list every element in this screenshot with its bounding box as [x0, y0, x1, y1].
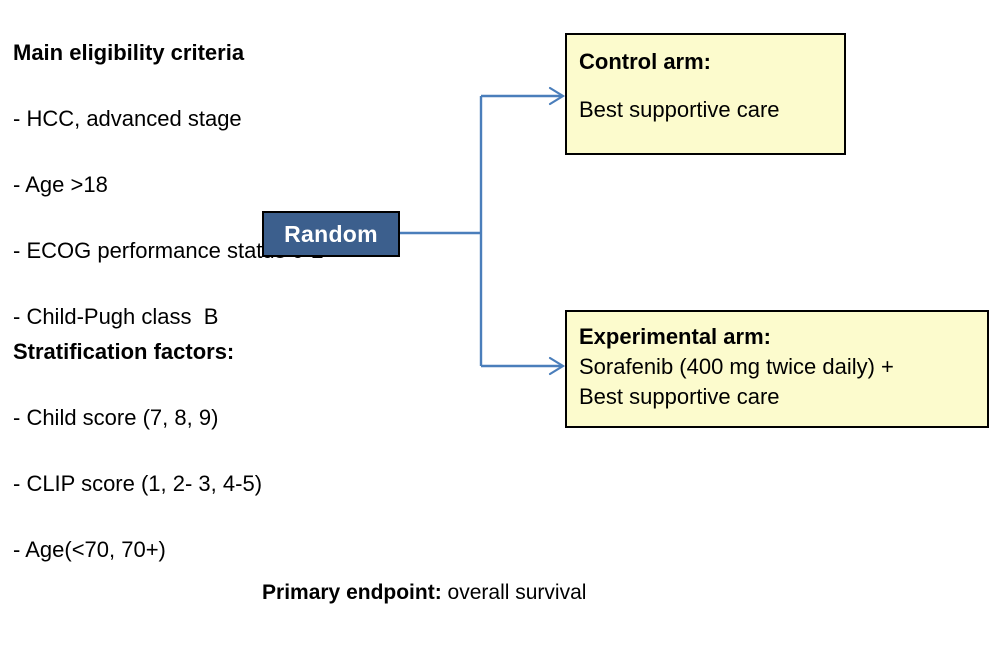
stratification-item-2: - CLIP score (1, 2- 3, 4-5)	[13, 471, 263, 496]
control-arm-spacer	[579, 77, 844, 95]
primary-endpoint-value: overall survival	[441, 581, 587, 604]
eligibility-heading: Main eligibility criteria	[13, 40, 245, 65]
experimental-arm-title: Experimental arm:	[579, 324, 771, 349]
primary-endpoint-row: Primary endpoint: overall survival	[227, 552, 674, 633]
randomization-label: Random	[284, 220, 378, 247]
eligibility-item-4: - Child-Pugh class B	[13, 304, 219, 329]
experimental-arm-box[interactable]: Experimental arm: Sorafenib (400 mg twic…	[565, 310, 989, 428]
trial-details-block: Primary endpoint: overall survival Sampl…	[227, 516, 674, 669]
eligibility-criteria-block: Main eligibility criteria - HCC, advance…	[13, 2, 324, 368]
eligibility-item-1: - HCC, advanced stage	[13, 106, 242, 131]
stratification-item-3: - Age(<70, 70+)	[13, 537, 166, 562]
control-arm-line-1: Best supportive care	[579, 97, 780, 122]
control-arm-title: Control arm:	[579, 49, 711, 74]
stratification-heading: Stratification factors:	[13, 339, 235, 364]
experimental-arm-line-1: Sorafenib (400 mg twice daily) +	[579, 354, 894, 379]
stratification-factors-block: Stratification factors: - Child score (7…	[13, 301, 262, 601]
randomization-node[interactable]: Random	[262, 211, 400, 257]
experimental-arm-line-2: Best supportive care	[579, 384, 780, 409]
control-arm-box[interactable]: Control arm: Best supportive care	[565, 33, 846, 155]
stratification-item-1: - Child score (7, 8, 9)	[13, 405, 219, 430]
primary-endpoint-label: Primary endpoint:	[262, 581, 442, 604]
eligibility-item-2: - Age >18	[13, 172, 108, 197]
